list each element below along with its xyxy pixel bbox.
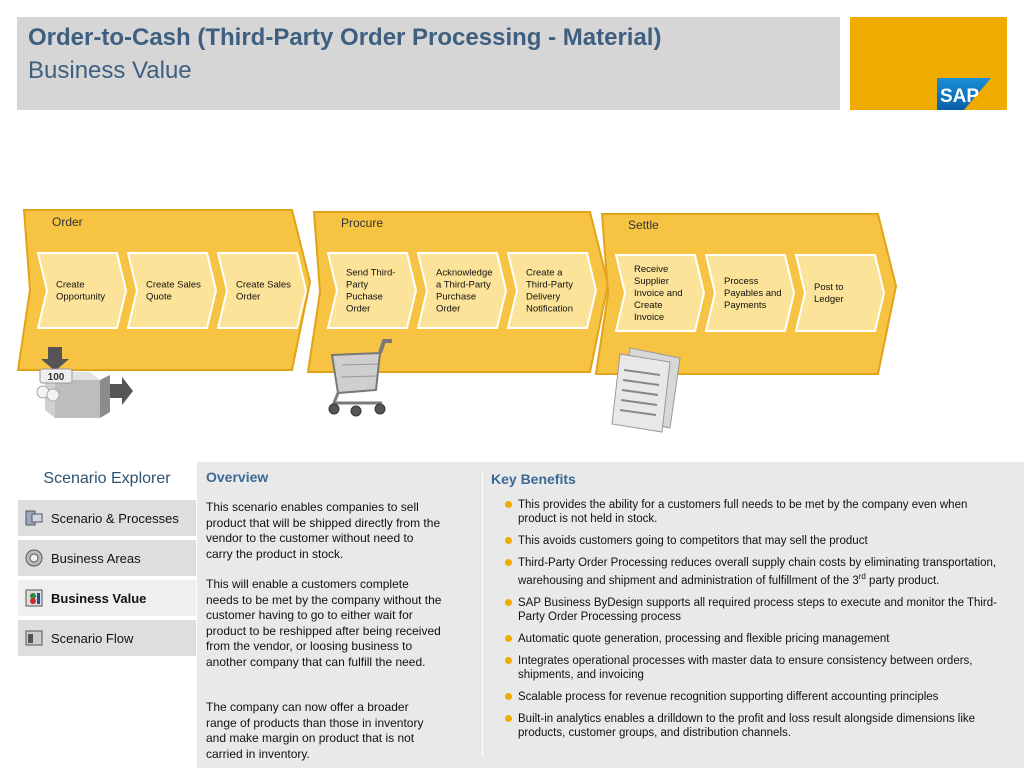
overview-paragraph: The company can now offer a broader rang… [206, 700, 424, 761]
page-title: Order-to-Cash (Third-Party Order Process… [28, 24, 662, 51]
phase-label-procure: Procure [341, 216, 383, 230]
bullet-icon [505, 537, 512, 544]
bullet-icon [505, 692, 512, 700]
process-step [216, 252, 308, 329]
key-benefits-heading: Key Benefits [491, 471, 576, 487]
process-step [704, 254, 796, 332]
bullet-icon [505, 714, 512, 722]
process-step [126, 252, 218, 329]
bullet-icon [505, 656, 512, 664]
benefit-item: Automatic quote generation, processing a… [505, 632, 1005, 646]
benefit-item: Third-Party Order Processing reduces ove… [505, 556, 1005, 588]
benefit-item: This avoids customers going to competito… [505, 534, 1005, 548]
phase-label-order: Order [52, 215, 83, 229]
header-bar [17, 17, 840, 110]
benefit-item: Scalable process for revenue recognition… [505, 690, 1005, 704]
scenario-processes-icon [24, 508, 44, 528]
process-step [794, 254, 886, 332]
sap-logo-text: SAP [940, 86, 979, 107]
process-step [36, 252, 128, 329]
business-value-icon [24, 588, 44, 608]
nav-item-business-value[interactable]: Business Value [18, 580, 196, 617]
shopping-cart-icon [328, 339, 392, 417]
bullet-icon [505, 501, 512, 508]
sap-logo: SAP [937, 78, 991, 110]
inventory-badge-text: 100 [48, 372, 65, 383]
bullet-icon [505, 559, 512, 566]
scenario-explorer-title: Scenario Explorer [43, 470, 171, 487]
process-step [326, 252, 418, 329]
benefit-item: Integrates operational processes with ma… [505, 654, 1005, 682]
brand-color-block [850, 17, 1007, 110]
nav-item-business-areas[interactable]: Business Areas [18, 540, 196, 577]
key-benefits-list: This provides the ability for a customer… [505, 498, 1005, 748]
nav-item-label: Business Areas [51, 550, 141, 566]
overview-paragraph: This scenario enables companies to sell … [206, 500, 441, 561]
overview-heading: Overview [206, 469, 269, 485]
invoice-document-icon [611, 347, 681, 433]
benefit-item: This provides the ability for a customer… [505, 498, 1005, 526]
benefit-item: SAP Business ByDesign supports all requi… [505, 596, 1005, 624]
nav-item-scenario-flow[interactable]: Scenario Flow [18, 620, 196, 657]
content-panel [197, 462, 1024, 768]
process-step [506, 252, 598, 329]
nav-item-label: Scenario & Processes [51, 510, 179, 526]
benefit-item: Built-in analytics enables a drilldown t… [505, 712, 1005, 740]
process-step [614, 254, 706, 332]
business-areas-icon [24, 548, 44, 568]
overview-paragraph: This will enable a customers complete ne… [206, 577, 442, 669]
inventory-box-icon: 100 [36, 347, 133, 418]
nav-item-label: Business Value [51, 590, 147, 606]
scenario-flow-icon [24, 628, 44, 648]
nav-item-label: Scenario Flow [51, 630, 134, 646]
process-step [416, 252, 508, 329]
column-divider [482, 472, 483, 757]
page-subtitle: Business Value [28, 57, 192, 84]
phase-label-settle: Settle [628, 218, 659, 232]
bullet-icon [505, 634, 512, 642]
nav-item-scenario-processes[interactable]: Scenario & Processes [18, 500, 196, 537]
bullet-icon [505, 598, 512, 606]
